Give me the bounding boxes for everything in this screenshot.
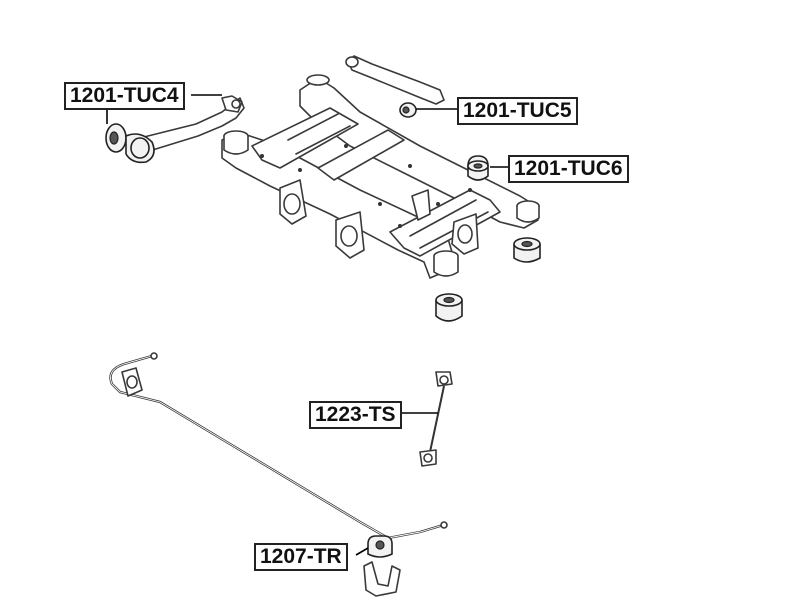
bushing-loose-right (513, 237, 541, 263)
upper-control-arm (345, 55, 445, 105)
bushing-tuc6 (467, 155, 489, 181)
part-label-1201-tuc4: 1201-TUC4 (64, 82, 185, 110)
leader-lines (106, 94, 508, 556)
part-label-1223-ts: 1223-TS (309, 401, 402, 429)
stabilizer-bar (109, 352, 448, 540)
part-label-1201-tuc5: 1201-TUC5 (457, 97, 578, 125)
part-label-1207-tr: 1207-TR (254, 543, 348, 571)
bushing-loose-bottom (435, 293, 463, 322)
bushing-tuc5 (399, 102, 417, 118)
rear-subframe (221, 74, 540, 279)
stabilizer-bushing (363, 535, 401, 597)
stabilizer-link (419, 371, 453, 467)
bushing-tuc4 (105, 123, 155, 164)
lateral-arm (139, 95, 245, 153)
part-label-1201-tuc6: 1201-TUC6 (508, 155, 629, 183)
